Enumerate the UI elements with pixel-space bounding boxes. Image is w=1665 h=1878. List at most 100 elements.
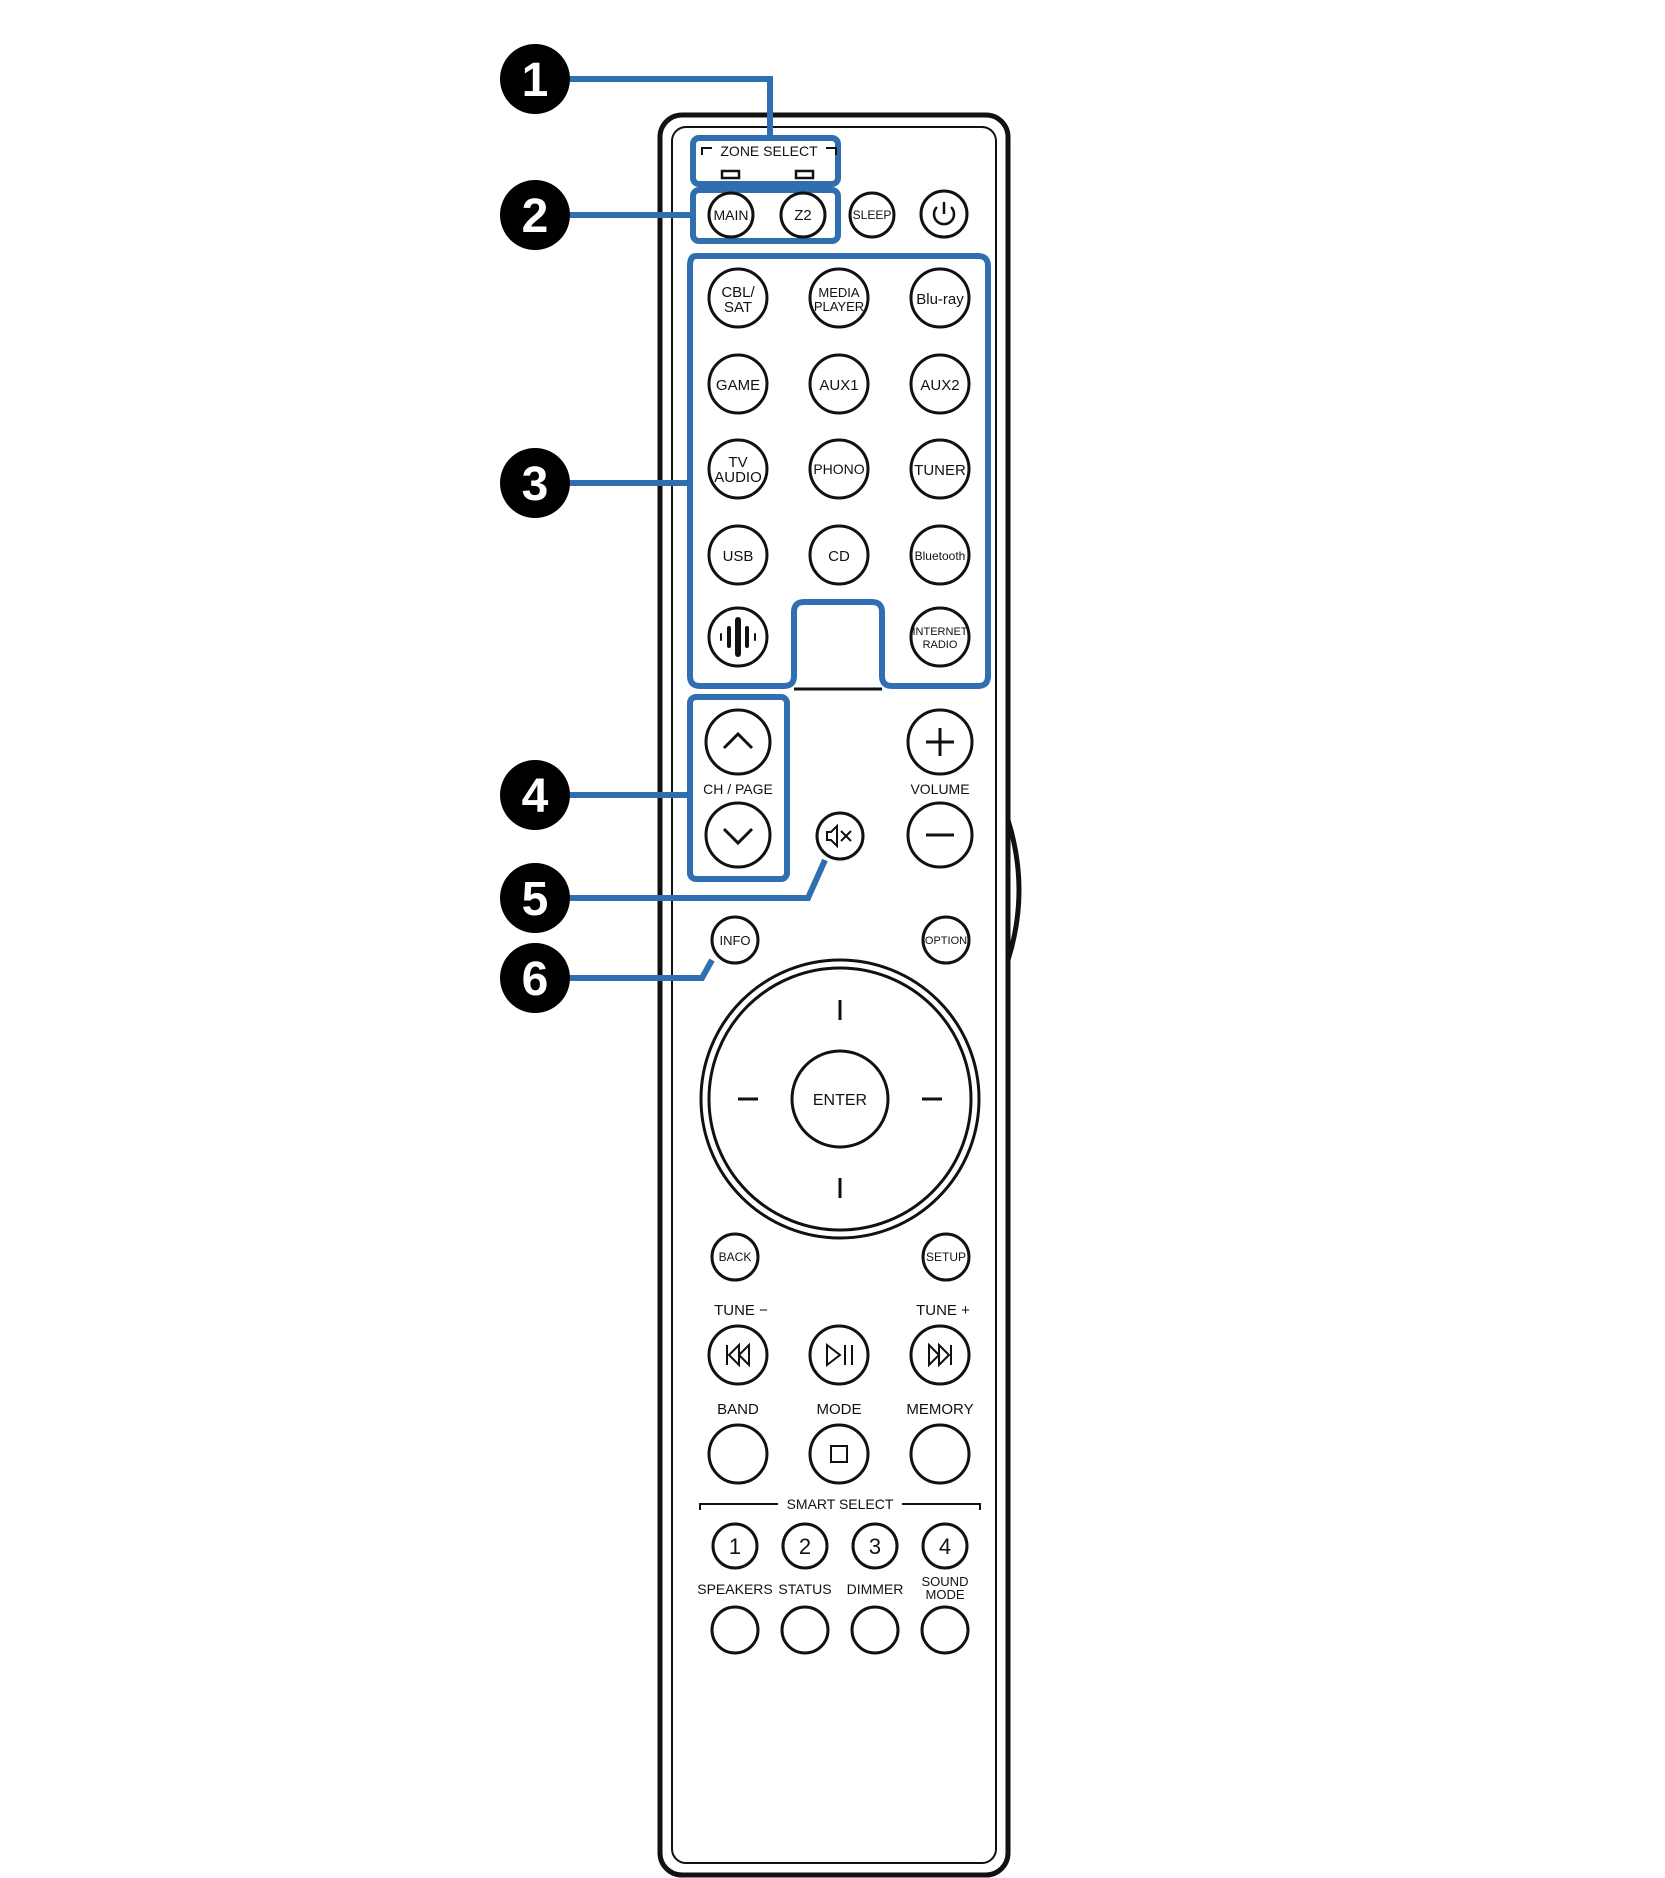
zone-indicator-main xyxy=(720,169,741,180)
tv-audio-button[interactable]: TV AUDIO xyxy=(707,438,769,500)
sleep-button[interactable]: SLEEP xyxy=(848,191,896,239)
svg-text:AUX2: AUX2 xyxy=(920,377,959,394)
sound-mode-label-line2: MODE xyxy=(926,1587,965,1602)
smart-select-4-button[interactable]: 4 xyxy=(921,1522,969,1570)
band-label: BAND xyxy=(717,1401,759,1418)
svg-text:MEDIA: MEDIA xyxy=(818,285,860,300)
svg-text:2: 2 xyxy=(522,190,549,243)
svg-text:AUDIO: AUDIO xyxy=(714,469,762,486)
bluetooth-button[interactable]: Bluetooth xyxy=(909,524,971,586)
power-icon xyxy=(932,202,956,226)
skip-back-icon xyxy=(726,1342,750,1368)
svg-text:2: 2 xyxy=(799,1534,811,1559)
remote-body xyxy=(657,112,1022,1878)
callout-2: 2 xyxy=(500,180,570,250)
svg-text:INTERNET: INTERNET xyxy=(913,626,968,638)
svg-text:GAME: GAME xyxy=(716,377,760,394)
mute-icon xyxy=(826,823,852,849)
svg-text:4: 4 xyxy=(939,1534,951,1559)
previous-button[interactable] xyxy=(707,1324,769,1386)
svg-text:USB: USB xyxy=(723,548,754,565)
svg-text:BACK: BACK xyxy=(719,1250,752,1264)
skip-forward-icon xyxy=(928,1342,952,1368)
enter-button[interactable]: ENTER xyxy=(790,1049,890,1149)
band-button[interactable] xyxy=(707,1423,769,1485)
cd-button[interactable]: CD xyxy=(808,524,870,586)
dimmer-button[interactable] xyxy=(850,1605,900,1655)
svg-text:1: 1 xyxy=(729,1534,741,1559)
status-button[interactable] xyxy=(780,1605,830,1655)
svg-text:OPTION: OPTION xyxy=(925,935,967,947)
svg-text:AUX1: AUX1 xyxy=(819,377,858,394)
memory-button[interactable] xyxy=(909,1423,971,1485)
bluray-button[interactable]: Blu-ray xyxy=(909,267,971,329)
svg-text:SLEEP: SLEEP xyxy=(853,208,892,222)
mode-label: MODE xyxy=(817,1401,862,1418)
phono-button[interactable]: PHONO xyxy=(808,438,870,500)
mode-button[interactable] xyxy=(808,1423,870,1485)
smart-select-3-button[interactable]: 3 xyxy=(851,1522,899,1570)
smart-select-header: SMART SELECT xyxy=(699,1496,981,1512)
callout-markers: 1 2 3 4 5 6 xyxy=(500,44,570,1013)
svg-text:CD: CD xyxy=(828,548,850,565)
option-button[interactable]: OPTION xyxy=(921,915,971,965)
svg-text:SAT: SAT xyxy=(724,299,752,316)
aux2-button[interactable]: AUX2 xyxy=(909,353,971,415)
usb-button[interactable]: USB xyxy=(707,524,769,586)
heos-button[interactable] xyxy=(707,606,769,668)
heos-icon xyxy=(720,617,756,657)
play-pause-button[interactable] xyxy=(808,1324,870,1386)
dimmer-label: DIMMER xyxy=(847,1581,904,1597)
back-button[interactable]: BACK xyxy=(710,1232,760,1282)
stop-icon xyxy=(830,1445,848,1463)
callout-5: 5 xyxy=(500,863,570,933)
volume-label: VOLUME xyxy=(910,781,969,797)
chevron-down-icon xyxy=(722,827,754,846)
svg-text:3: 3 xyxy=(869,1534,881,1559)
svg-text:Z2: Z2 xyxy=(794,207,812,224)
next-button[interactable] xyxy=(909,1324,971,1386)
game-button[interactable]: GAME xyxy=(707,353,769,415)
internet-radio-button[interactable]: INTERNET RADIO xyxy=(909,606,971,668)
volume-down-button[interactable] xyxy=(906,801,974,869)
callout-6: 6 xyxy=(500,943,570,1013)
setup-button[interactable]: SETUP xyxy=(921,1232,971,1282)
media-player-button[interactable]: MEDIA PLAYER xyxy=(808,267,870,329)
svg-text:PLAYER: PLAYER xyxy=(814,299,864,314)
play-pause-icon xyxy=(826,1342,853,1368)
speakers-label: SPEAKERS xyxy=(697,1581,772,1597)
channel-down-button[interactable] xyxy=(704,801,772,869)
svg-text:TV: TV xyxy=(728,454,747,471)
main-button[interactable]: MAIN xyxy=(707,191,755,239)
channel-up-button[interactable] xyxy=(704,708,772,776)
speakers-button[interactable] xyxy=(710,1605,760,1655)
cbl-sat-button[interactable]: CBL/ SAT xyxy=(707,267,769,329)
svg-text:5: 5 xyxy=(522,873,549,926)
mute-button[interactable] xyxy=(815,811,865,861)
info-button[interactable]: INFO xyxy=(710,915,760,965)
memory-label: MEMORY xyxy=(906,1401,973,1418)
tune-plus-label: TUNE + xyxy=(916,1302,970,1319)
callout-1: 1 xyxy=(500,44,570,114)
smart-select-1-button[interactable]: 1 xyxy=(711,1522,759,1570)
callout-lines xyxy=(570,76,991,981)
tune-minus-label: TUNE − xyxy=(714,1302,768,1319)
tuner-button[interactable]: TUNER xyxy=(909,438,971,500)
sound-mode-button[interactable] xyxy=(920,1605,970,1655)
power-button[interactable] xyxy=(919,189,969,239)
svg-text:SMART SELECT: SMART SELECT xyxy=(787,1496,894,1512)
volume-up-button[interactable] xyxy=(906,708,974,776)
svg-text:4: 4 xyxy=(522,770,549,823)
svg-text:SETUP: SETUP xyxy=(926,1250,966,1264)
smart-select-2-button[interactable]: 2 xyxy=(781,1522,829,1570)
zone-select-label: ZONE SELECT xyxy=(720,143,818,159)
svg-text:Blu-ray: Blu-ray xyxy=(916,291,964,308)
channel-page-label: CH / PAGE xyxy=(703,781,773,797)
svg-text:ENTER: ENTER xyxy=(813,1092,867,1109)
callout-4: 4 xyxy=(500,760,570,830)
aux1-button[interactable]: AUX1 xyxy=(808,353,870,415)
svg-text:MAIN: MAIN xyxy=(714,207,749,223)
zone-indicator-z2 xyxy=(794,169,815,180)
svg-text:PHONO: PHONO xyxy=(813,461,864,477)
z2-button[interactable]: Z2 xyxy=(779,191,827,239)
